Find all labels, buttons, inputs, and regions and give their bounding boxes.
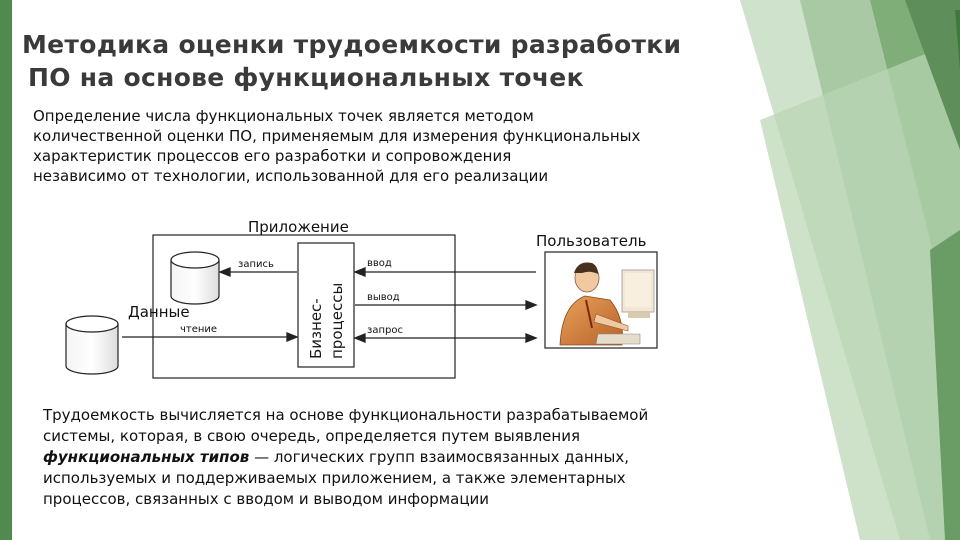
user-label: Пользователь	[536, 232, 647, 250]
business-processes-line-2: процессы	[328, 282, 346, 359]
user-icon	[559, 262, 655, 346]
application-label: Приложение	[248, 218, 349, 236]
outro-line-4: используемых и поддерживаемых приложение…	[43, 469, 626, 487]
input-label: ввод	[367, 258, 392, 269]
intro-line-2: количественной оценки ПО, применяемым дл…	[33, 127, 641, 145]
left-accent-bar	[0, 0, 12, 540]
intro-paragraph: Определение числа функциональных точек я…	[33, 106, 713, 186]
title-line-2: ПО на основе функциональных точек	[28, 63, 584, 92]
business-processes-line-1: Бизнес-	[307, 298, 325, 359]
output-label: вывод	[367, 292, 400, 303]
write-label: запись	[238, 259, 274, 270]
data-label: Данные	[128, 303, 190, 321]
title-line-1: Методика оценки трудоемкости разработки	[22, 30, 682, 59]
functional-types-term: функциональных типов	[43, 448, 250, 466]
business-processes-label: Бизнес- процессы	[302, 247, 352, 363]
conclusion-paragraph: Трудоемкость вычисляется на основе функц…	[43, 405, 723, 510]
intro-line-1: Определение числа функциональных точек я…	[33, 107, 534, 125]
business-processes-box	[297, 242, 355, 368]
intro-line-4: независимо от технологии, использованной…	[33, 167, 549, 185]
outro-line-1: Трудоемкость вычисляется на основе функц…	[43, 406, 649, 424]
outro-line-2: системы, которая, в свою очередь, опреде…	[43, 427, 580, 445]
outro-line-5: процессов, связанных с вводом и выводом …	[43, 490, 490, 508]
internal-data-store-icon	[170, 251, 220, 305]
outro-line-3-rest: — логических групп взаимосвязанных данны…	[249, 448, 629, 466]
intro-line-3: характеристик процессов его разработки и…	[33, 147, 512, 165]
slide-title: Методика оценки трудоемкости разработки …	[22, 28, 722, 94]
application-boundary	[152, 234, 456, 379]
external-data-store-icon	[65, 315, 119, 375]
outro-line-3: функциональных типов — логических групп …	[43, 447, 723, 468]
read-label: чтение	[180, 324, 218, 335]
query-label: запрос	[367, 325, 403, 336]
